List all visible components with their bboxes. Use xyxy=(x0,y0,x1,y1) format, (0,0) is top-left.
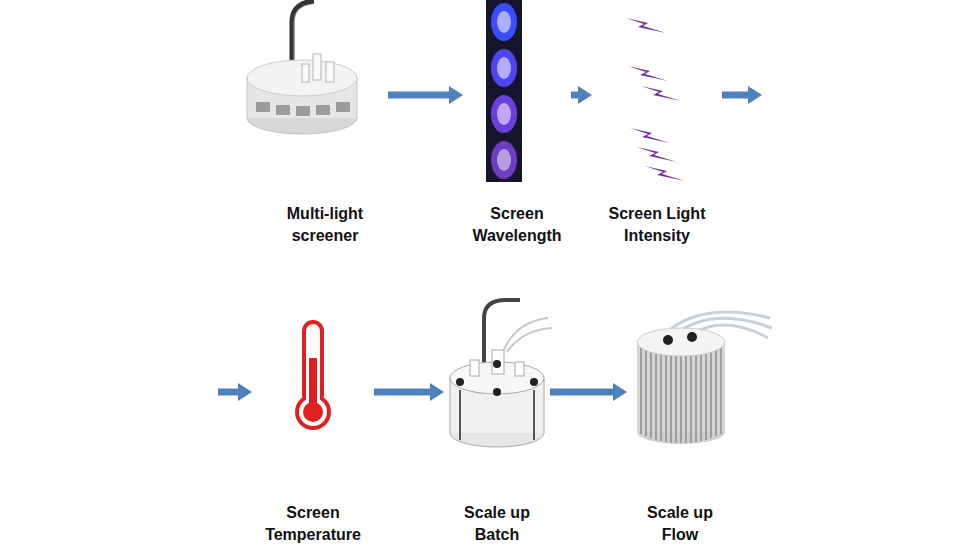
bolt-icon xyxy=(641,86,681,101)
reactor-knob xyxy=(493,388,501,396)
reactor-edge xyxy=(544,378,545,433)
arrow-head xyxy=(449,86,463,104)
bolt-icon xyxy=(637,147,677,162)
light-window xyxy=(296,106,310,116)
device-lid xyxy=(247,60,357,96)
arrow-shaft xyxy=(550,389,614,396)
light-window xyxy=(276,105,290,115)
arrow-shaft xyxy=(722,92,749,99)
led-strip xyxy=(486,0,522,182)
stage-label: Screen Light Intensity xyxy=(598,203,716,247)
led-glow xyxy=(497,57,511,79)
strip-body xyxy=(486,0,522,182)
flow-lid xyxy=(637,328,725,356)
light-window xyxy=(316,105,330,115)
process-stage: Scale up Flow xyxy=(630,300,730,546)
arrow-shaft xyxy=(374,389,431,396)
batch-reactor xyxy=(450,300,552,447)
tube xyxy=(507,328,552,352)
process-stage: Scale up Batch xyxy=(447,300,547,546)
stage-label: Scale up Flow xyxy=(635,502,725,546)
process-stage: Screen Temperature xyxy=(255,300,371,546)
flow-arrow xyxy=(374,383,444,401)
thermometer-icon xyxy=(297,322,329,428)
vial xyxy=(313,54,321,80)
light-bolts xyxy=(626,18,685,181)
coil-stripes xyxy=(641,346,721,443)
stage-label: Multi-light screener xyxy=(270,203,380,247)
led-glow xyxy=(497,149,511,171)
led-glow xyxy=(497,103,511,125)
screener-device xyxy=(247,1,357,134)
device-edge xyxy=(247,78,248,118)
flow-arrow xyxy=(571,86,592,104)
arrow-head xyxy=(430,383,444,401)
flow-arrow xyxy=(218,86,762,401)
bolt-icon xyxy=(626,18,666,33)
vial xyxy=(302,64,309,82)
flow-port xyxy=(663,335,673,345)
arrow-head xyxy=(578,86,592,104)
reactor-edge xyxy=(450,378,451,433)
led-glow xyxy=(497,11,511,33)
reactor-post xyxy=(533,390,535,440)
arrow-head xyxy=(748,86,762,104)
arrow-head xyxy=(613,383,627,401)
arrow-shaft xyxy=(388,92,450,99)
flow-port xyxy=(687,332,697,342)
thermometer-column xyxy=(309,358,317,408)
stage-label: Scale up Batch xyxy=(452,502,542,546)
process-stage: Screen Wavelength xyxy=(466,10,568,247)
device-edge xyxy=(357,78,358,118)
light-window xyxy=(256,102,270,112)
led xyxy=(491,3,517,41)
arrow-shaft xyxy=(571,92,579,99)
reactor-knob xyxy=(456,378,464,386)
led xyxy=(491,49,517,87)
bolt-icon xyxy=(630,128,670,143)
reactor-port xyxy=(515,362,524,376)
stage-label: Screen Wavelength xyxy=(469,203,565,247)
reactor-post xyxy=(459,390,461,440)
led xyxy=(491,95,517,133)
flow-arrow xyxy=(550,383,627,401)
bolt-icon xyxy=(645,166,685,181)
vial xyxy=(326,62,334,82)
arrow-shaft xyxy=(218,389,239,396)
reactor-knob xyxy=(493,360,501,368)
process-stage: Screen Light Intensity xyxy=(595,10,719,247)
light-window xyxy=(336,102,350,112)
reactor-knob xyxy=(530,378,538,386)
stage-label: Screen Temperature xyxy=(258,502,368,546)
flow-arrow xyxy=(388,86,463,104)
process-stage: Multi-light screener xyxy=(265,10,385,247)
arrow-head xyxy=(238,383,252,401)
reactor-port xyxy=(492,350,504,374)
reactor-port xyxy=(470,360,479,376)
led xyxy=(491,141,517,179)
flow-reactor xyxy=(637,312,772,444)
bolt-icon xyxy=(628,66,668,81)
